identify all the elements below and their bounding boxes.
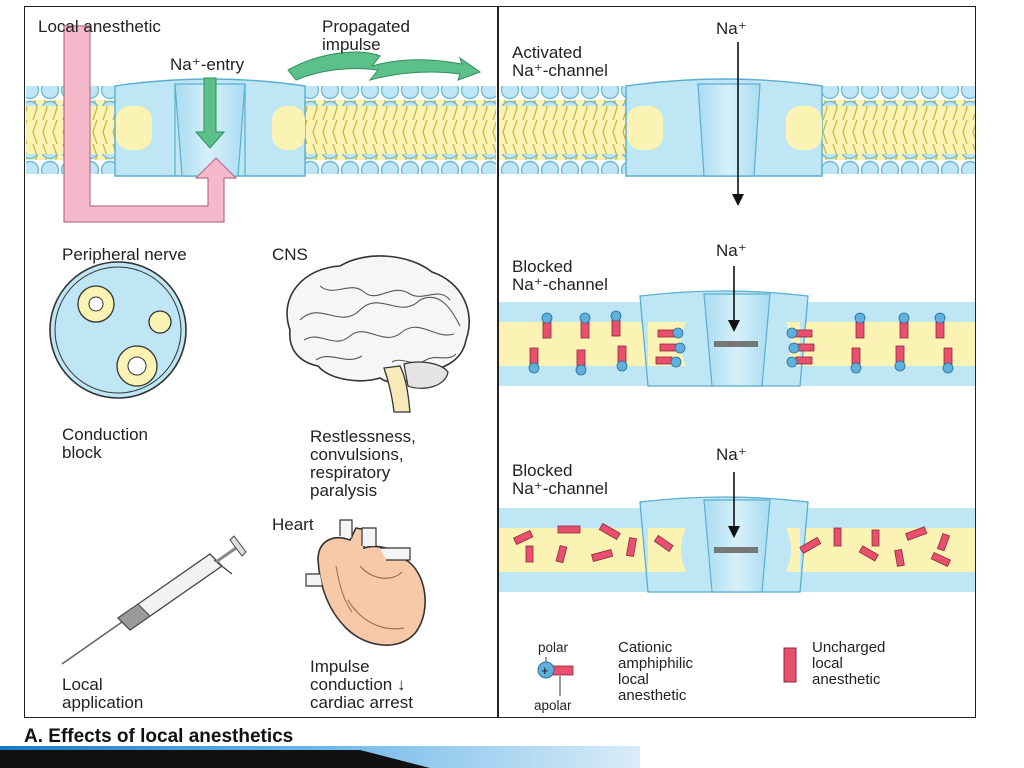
legend-cationic-2: amphiphilic — [618, 655, 694, 672]
slide-bottom-bar — [0, 746, 640, 768]
legend-uncharged-3: anesthetic — [812, 671, 881, 688]
legend-cationic-4: anesthetic — [618, 687, 687, 704]
syringe-illustration — [61, 535, 247, 665]
legend-uncharged-2: local — [812, 655, 843, 672]
local-anesthetic-arrow — [63, 25, 238, 223]
label-cns-effect-3: respiratory — [310, 463, 391, 482]
na-flow-arrow-blocked-1 — [728, 266, 740, 332]
label-heart: Heart — [272, 515, 314, 534]
label-na-low: Na⁺ — [716, 445, 747, 464]
label-propagated-impulse-1: Propagated — [322, 17, 410, 36]
legend-cationic-3: local — [618, 671, 649, 688]
label-local-anesthetic: Local anesthetic — [38, 17, 161, 36]
label-local-app-2: application — [62, 693, 144, 712]
na-channel-activated — [625, 78, 823, 177]
na-channel-open-left — [114, 78, 306, 177]
label-local-app-1: Local — [62, 675, 103, 694]
na-entry-arrow — [194, 77, 226, 149]
label-heart-effect-2: conduction ↓ — [310, 675, 406, 694]
legend-cationic-1: Cationic — [618, 639, 673, 656]
svg-text:+: + — [541, 663, 549, 678]
legend-cationic-icon: + — [537, 657, 574, 696]
legend-uncharged-1: Uncharged — [812, 639, 886, 656]
figure-caption: A. Effects of local anesthetics — [24, 726, 294, 747]
brain-illustration — [286, 255, 470, 413]
panel-divider — [497, 6, 499, 718]
label-conduction-2: block — [62, 443, 102, 462]
label-blocked-2a: Blocked — [512, 461, 573, 480]
label-blocked-2b: Na⁺-channel — [512, 479, 608, 498]
heart-illustration — [305, 519, 426, 646]
legend-polar: polar — [538, 640, 569, 655]
uncharged-anesthetic-molecules-2 — [513, 522, 951, 567]
label-na-top: Na⁺ — [716, 19, 747, 38]
na-flow-arrow-top — [732, 42, 744, 206]
membrane-blocked-1 — [499, 290, 975, 387]
label-heart-effect-1: Impulse — [310, 657, 370, 676]
label-na-entry: Na⁺-entry — [170, 55, 245, 74]
label-blocked-1b: Na⁺-channel — [512, 275, 608, 294]
membrane-blocked-2 — [499, 496, 975, 593]
peripheral-nerve-illustration — [49, 261, 187, 399]
label-na-mid: Na⁺ — [716, 241, 747, 260]
label-propagated-impulse-2: impulse — [322, 35, 381, 54]
cationic-anesthetic-molecules-1 — [528, 310, 954, 376]
legend-uncharged-icon — [783, 647, 797, 683]
label-heart-effect-3: cardiac arrest — [310, 693, 413, 712]
label-cns: CNS — [272, 245, 308, 264]
label-peripheral-nerve: Peripheral nerve — [62, 245, 187, 264]
label-activated-2: Na⁺-channel — [512, 61, 608, 80]
legend-apolar: apolar — [534, 698, 572, 713]
label-cns-effect-2: convulsions, — [310, 445, 404, 464]
label-blocked-1a: Blocked — [512, 257, 573, 276]
label-cns-effect-4: paralysis — [310, 481, 378, 500]
label-conduction-1: Conduction — [62, 425, 149, 444]
na-flow-arrow-blocked-2 — [728, 472, 740, 538]
membrane-right — [499, 86, 975, 174]
label-activated-1: Activated — [512, 43, 582, 62]
label-cns-effect-1: Restlessness, — [310, 427, 416, 446]
propagated-impulse-arrow — [287, 51, 482, 81]
